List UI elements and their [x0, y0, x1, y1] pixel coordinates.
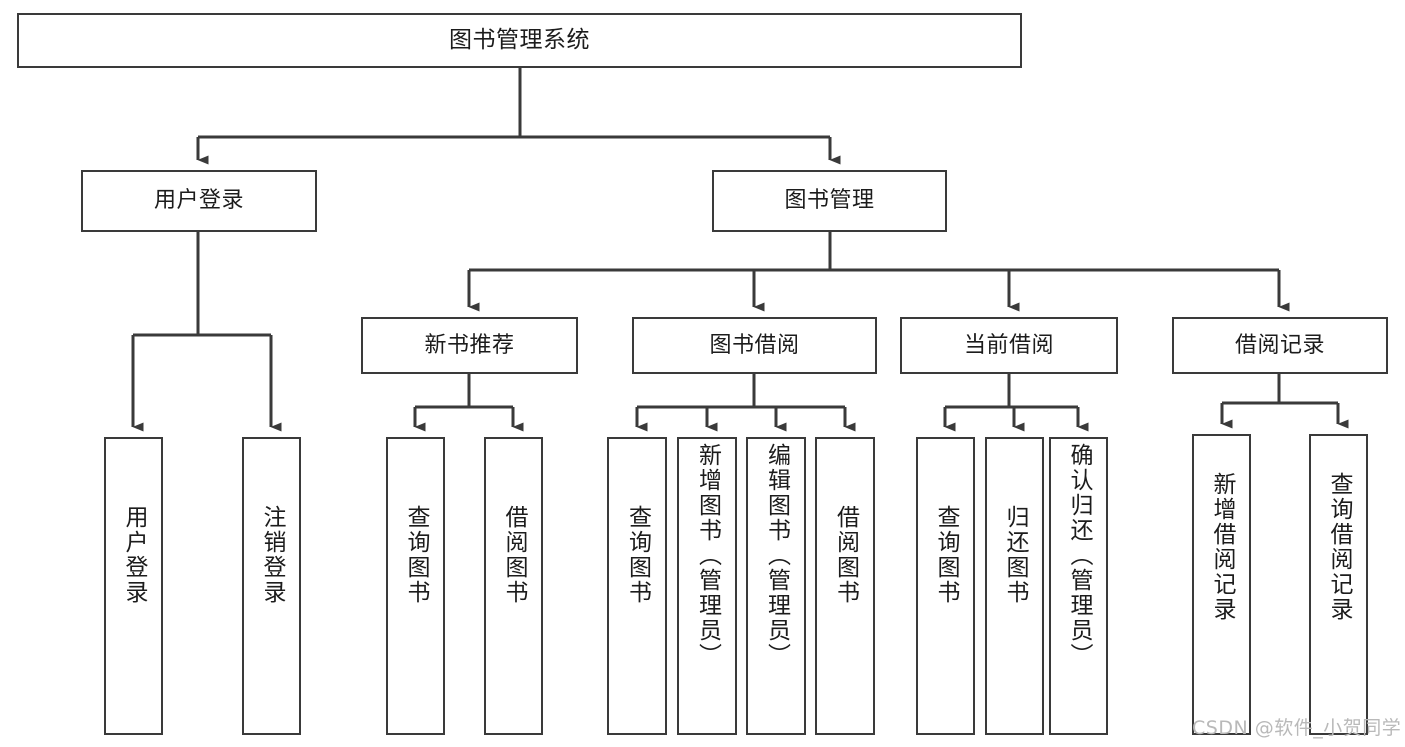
node-label: 借阅图书	[501, 505, 527, 605]
node-label: 查询图书	[624, 505, 651, 605]
node-label: 查询借阅记录	[1326, 472, 1352, 622]
node-label: 新增借阅记录	[1209, 472, 1235, 622]
leaf-query-book-recommend[interactable]: 查询图书	[386, 437, 445, 735]
leaf-confirm-return[interactable]: 确认归还（管理员）	[1049, 437, 1108, 735]
leaf-query-borrow-record[interactable]: 查询借阅记录	[1309, 434, 1368, 735]
node-label: 图书管理	[784, 188, 875, 214]
leaf-add-book[interactable]: 新增图书（管理员）	[677, 437, 737, 735]
node-borrow-record[interactable]: 借阅记录	[1172, 317, 1388, 374]
node-label: 归还图书	[1002, 505, 1028, 605]
node-new-book-recommend[interactable]: 新书推荐	[361, 317, 578, 374]
leaf-query-book-current[interactable]: 查询图书	[916, 437, 975, 735]
node-label: 新增图书（管理员）	[694, 443, 721, 668]
node-user-login[interactable]: 用户登录	[81, 170, 317, 232]
leaf-edit-book[interactable]: 编辑图书（管理员）	[746, 437, 806, 735]
leaf-borrow-book-recommend[interactable]: 借阅图书	[484, 437, 543, 735]
node-book-management[interactable]: 图书管理	[712, 170, 947, 232]
leaf-add-borrow-record[interactable]: 新增借阅记录	[1192, 434, 1251, 735]
leaf-user-login[interactable]: 用户登录	[104, 437, 163, 735]
node-label: 当前借阅	[963, 332, 1054, 358]
leaf-return-book[interactable]: 归还图书	[985, 437, 1044, 735]
node-label: 查询图书	[403, 505, 429, 605]
node-label: 用户登录	[121, 505, 147, 605]
node-root-system[interactable]: 图书管理系统	[17, 13, 1022, 68]
node-book-borrow[interactable]: 图书借阅	[632, 317, 877, 374]
node-label: 确认归还（管理员）	[1066, 443, 1092, 668]
leaf-borrow-book[interactable]: 借阅图书	[815, 437, 875, 735]
node-label: 注销登录	[259, 505, 285, 605]
leaf-logout-login[interactable]: 注销登录	[242, 437, 301, 735]
node-label: 图书管理系统	[449, 26, 590, 53]
node-label: 借阅记录	[1234, 332, 1325, 358]
node-label: 借阅图书	[832, 505, 859, 605]
node-label: 用户登录	[153, 188, 244, 214]
node-label: 新书推荐	[424, 332, 515, 358]
node-current-borrow[interactable]: 当前借阅	[900, 317, 1118, 374]
node-label: 查询图书	[933, 505, 959, 605]
node-label: 编辑图书（管理员）	[763, 443, 790, 668]
node-label: 图书借阅	[709, 332, 800, 358]
leaf-query-book-borrow[interactable]: 查询图书	[607, 437, 667, 735]
csdn-watermark: CSDN @软件_小贺同学	[1192, 717, 1402, 739]
